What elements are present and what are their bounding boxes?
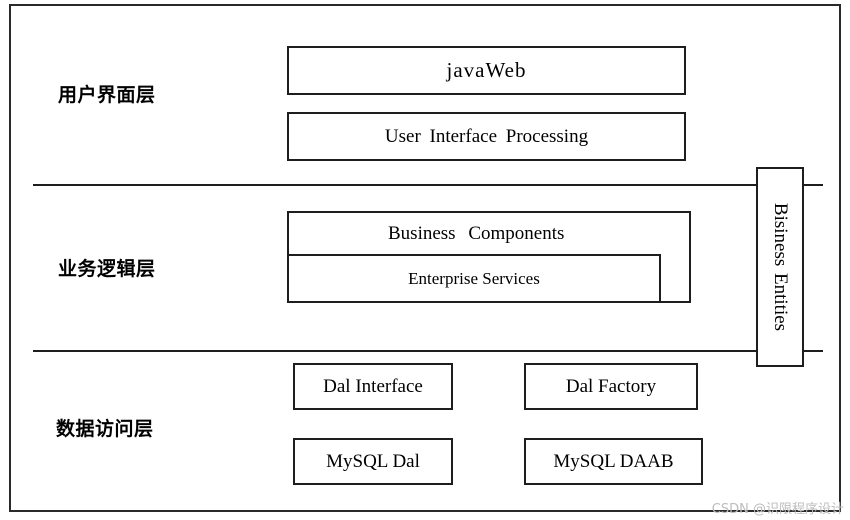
javaweb-box: javaWeb — [287, 46, 686, 95]
business-entities-box: Bisiness Entities — [756, 167, 804, 367]
dal-interface-box: Dal Interface — [293, 363, 453, 410]
layer-label-business: 业务逻辑层 — [58, 258, 156, 280]
diagram-frame — [9, 4, 841, 512]
layer-label-ui: 用户界面层 — [58, 84, 156, 106]
business-entities-label: Bisiness Entities — [770, 202, 791, 332]
layer-separator-bottom — [33, 350, 823, 352]
ui-processing-box: User Interface Processing — [287, 112, 686, 161]
business-components-label: Business Components — [388, 223, 565, 244]
mysql-dal-box: MySQL Dal — [293, 438, 453, 485]
watermark-text: CSDN @识限程序设计 — [711, 502, 844, 517]
layer-separator-top — [33, 184, 823, 186]
dal-factory-box: Dal Factory — [524, 363, 698, 410]
enterprise-services-box: Enterprise Services — [287, 254, 661, 303]
mysql-daab-box: MySQL DAAB — [524, 438, 703, 485]
layer-label-data: 数据访问层 — [56, 418, 154, 440]
